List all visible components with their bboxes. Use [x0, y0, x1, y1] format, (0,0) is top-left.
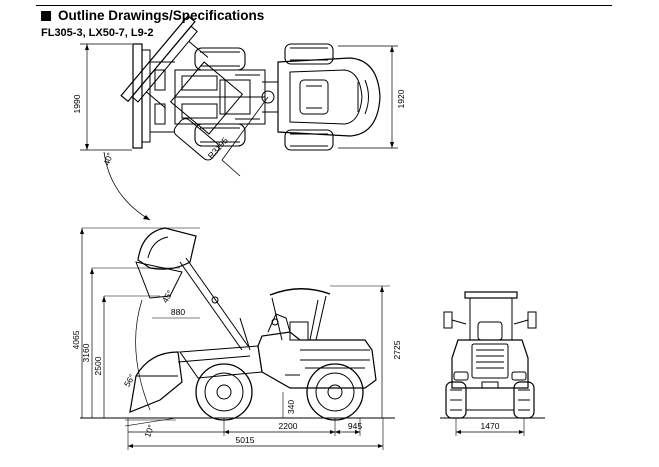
dim-total-height: 4065	[71, 330, 81, 349]
dim-top-width-right: 1920	[396, 89, 406, 108]
dim-top-width: 1990	[72, 94, 82, 113]
dim-dump-clearance: 2500	[93, 356, 103, 375]
dim-hinge-pin-height: 3160	[81, 343, 91, 362]
dim-canopy-height: 2725	[392, 340, 402, 359]
side-view	[80, 227, 395, 450]
front-view	[440, 291, 545, 436]
dim-tread-width: 1470	[481, 421, 500, 431]
dim-rear-overhang: 945	[348, 421, 362, 431]
dim-bucket-swing-angle: 40°	[101, 151, 115, 167]
dim-overall-length: 5015	[236, 435, 255, 445]
top-view	[80, 15, 398, 221]
page-title: Outline Drawings/Specifications	[58, 8, 265, 23]
dim-ground-clearance: 340	[286, 400, 296, 414]
dim-wheelbase: 2200	[279, 421, 298, 431]
header-rule	[36, 5, 612, 6]
square-bullet-icon	[41, 10, 51, 21]
dim-digging-angle: 10°	[142, 423, 156, 439]
dim-dump-reach: 880	[171, 307, 185, 317]
dim-turning-radius: R3195	[206, 135, 230, 161]
model-list: FL305-3, LX50-7, L9-2	[41, 27, 154, 39]
title-row: Outline Drawings/Specifications	[41, 8, 264, 23]
